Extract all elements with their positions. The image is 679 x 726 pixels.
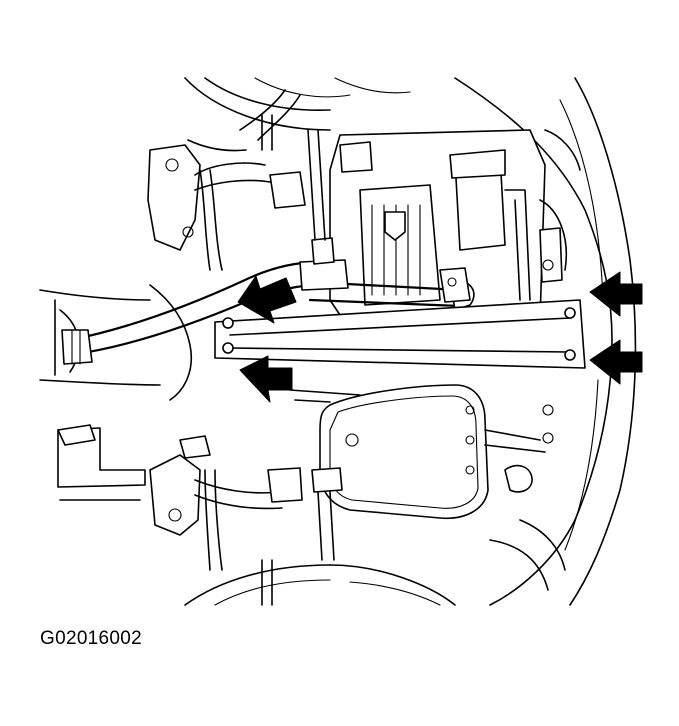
arrow-upper-right (589, 271, 643, 317)
left-frame (39, 284, 193, 501)
arrow-lower-left (239, 355, 293, 403)
lower-suspension (149, 435, 303, 606)
transmission (329, 129, 581, 331)
figure-id-label: G02016002 (40, 628, 143, 649)
crossmember (214, 299, 586, 369)
lower-wheel-arc (184, 564, 456, 606)
oil-pan (319, 384, 554, 520)
arrow-upper-left (237, 275, 297, 324)
upper-suspension (147, 89, 306, 271)
shift-linkage (299, 129, 475, 311)
upper-wheel-arc (184, 77, 411, 152)
lower-linkage (289, 389, 566, 591)
brake-lines (61, 260, 322, 365)
arrow-lower-right (589, 339, 643, 385)
